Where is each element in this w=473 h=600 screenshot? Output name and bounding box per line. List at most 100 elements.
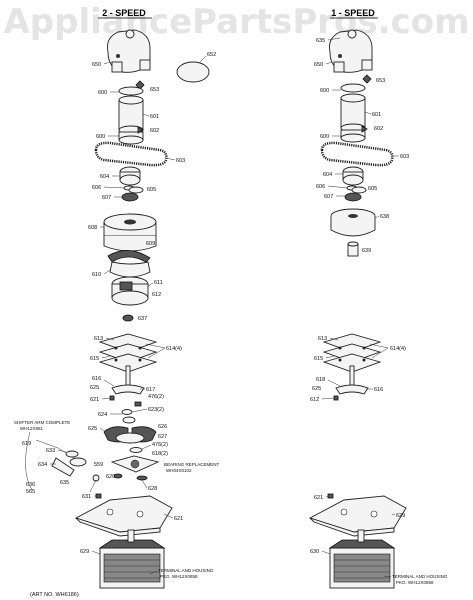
part-label: 637 [138, 316, 147, 322]
terminal-note-left: TERMINAL AND HOUSING [158, 568, 214, 573]
shifter-arm-note: SHIFTER ARM COMPLETE [14, 420, 70, 425]
part-label: 607 [324, 194, 333, 200]
part-label: 635 [316, 38, 325, 44]
part-label: 618 [316, 377, 325, 383]
part-label: 619 [22, 441, 31, 447]
cam-assembly-left [111, 276, 149, 306]
motor-left [98, 529, 166, 589]
bearing-part-number: WH04X0102 [166, 468, 192, 473]
drive-belt-right [320, 141, 394, 167]
part-label: 565 [26, 489, 35, 495]
part-label: 626 [158, 424, 167, 430]
part-label: 476(2) [148, 394, 164, 400]
part-label: 612 [310, 397, 319, 403]
motor-right [328, 529, 396, 589]
part-label: 613 [318, 336, 327, 342]
part-label: 653 [150, 87, 159, 93]
part-label: 638 [380, 214, 389, 220]
terminal-part-left: PKG. WH12X0858 [160, 574, 198, 579]
part-label: 600 [320, 134, 329, 140]
part-label: 603 [176, 158, 185, 164]
part-label: 604 [323, 172, 332, 178]
pump-part-left [107, 29, 151, 73]
right-assembly [308, 29, 407, 589]
part-label: 615 [314, 356, 323, 362]
part-label: 629 [396, 513, 405, 519]
part-label: 614(4) [390, 346, 406, 352]
part-label: 616 [374, 387, 383, 393]
part-label: 650 [92, 62, 101, 68]
part-label: 601 [150, 114, 159, 120]
part-label: 620 [106, 474, 115, 480]
part-label: 629 [80, 549, 89, 555]
part-label: 624 [98, 412, 107, 418]
part-label: 611 [154, 280, 163, 286]
part-label: 625 [312, 386, 321, 392]
mounting-plate-left [74, 495, 173, 537]
coupling-cylinder-right [340, 83, 366, 143]
part-label: 609 [146, 241, 155, 247]
part-label: 630 [310, 549, 319, 555]
part-label: 639 [362, 248, 371, 254]
part-label: 605 [147, 187, 156, 193]
part-label: 603 [400, 154, 409, 160]
part-label: 476(2) [152, 442, 168, 448]
part-label: 614(4) [166, 346, 182, 352]
part-label: 602 [150, 128, 159, 134]
part-label: 633 [46, 448, 55, 454]
part-label: 634 [38, 462, 47, 468]
header-one-speed: 1 - SPEED [331, 8, 375, 18]
part-label: 607 [102, 195, 111, 201]
labels-right: 635 650 653 600 601 600 602 603 604 606 … [310, 37, 409, 555]
terminal-note-right: TERMINAL AND HOUSING [392, 574, 448, 579]
part-label: 604 [100, 174, 109, 180]
drum-right [330, 208, 376, 237]
part-label: 652 [207, 52, 216, 58]
part-label: 621 [90, 397, 99, 403]
part-label: 618(2) [152, 451, 168, 457]
mounting-plate-right [308, 495, 407, 537]
pump-part-right [329, 29, 373, 73]
part-label: 623(2) [148, 407, 164, 413]
part-label: 601 [372, 112, 381, 118]
clutch-drum-left [103, 213, 157, 252]
bearing-note: BEARING REPLACEMENT [164, 462, 220, 467]
part-label: 636 [26, 482, 35, 488]
part-label: 628 [148, 486, 157, 492]
part-label: 625 [90, 385, 99, 391]
part-label: 635 [60, 480, 69, 486]
part-label: 627 [158, 434, 167, 440]
part-label: 608 [88, 225, 97, 231]
part-label: 617 [146, 387, 155, 393]
part-label: 559 [94, 462, 103, 468]
part-label: 612 [152, 292, 161, 298]
part-label: 606 [316, 184, 325, 190]
shifter-arm-part-number: WH12X951 [20, 426, 44, 431]
part-label: 606 [92, 185, 101, 191]
part-label: 625 [88, 426, 97, 432]
shifter-arm-left [25, 431, 100, 493]
part-label: 653 [376, 78, 385, 84]
part-label: 602 [374, 126, 383, 132]
part-label: 613 [94, 336, 103, 342]
labels-left: 650 652 653 600 601 600 602 603 604 606 … [22, 52, 216, 555]
part-label: 650 [314, 62, 323, 68]
part-label: 605 [368, 186, 377, 192]
art-number: (ART NO. WH6186) [30, 592, 79, 598]
part-label: 615 [90, 356, 99, 362]
part-label: 610 [92, 272, 101, 278]
brake-assembly-left [103, 426, 157, 453]
part-label: 600 [96, 134, 105, 140]
coupling-cylinder-left [118, 86, 144, 145]
part-label: 600 [320, 88, 329, 94]
bearing-plate-left [110, 455, 160, 481]
header-two-speed: 2 - SPEED [102, 8, 146, 18]
drive-belt-left [94, 141, 168, 167]
left-assembly [25, 29, 210, 589]
part-label: 621 [314, 495, 323, 501]
part-label: 600 [98, 90, 107, 96]
terminal-part-right: PKG. WH12X0858 [396, 580, 434, 585]
part-label: 616 [92, 376, 101, 382]
